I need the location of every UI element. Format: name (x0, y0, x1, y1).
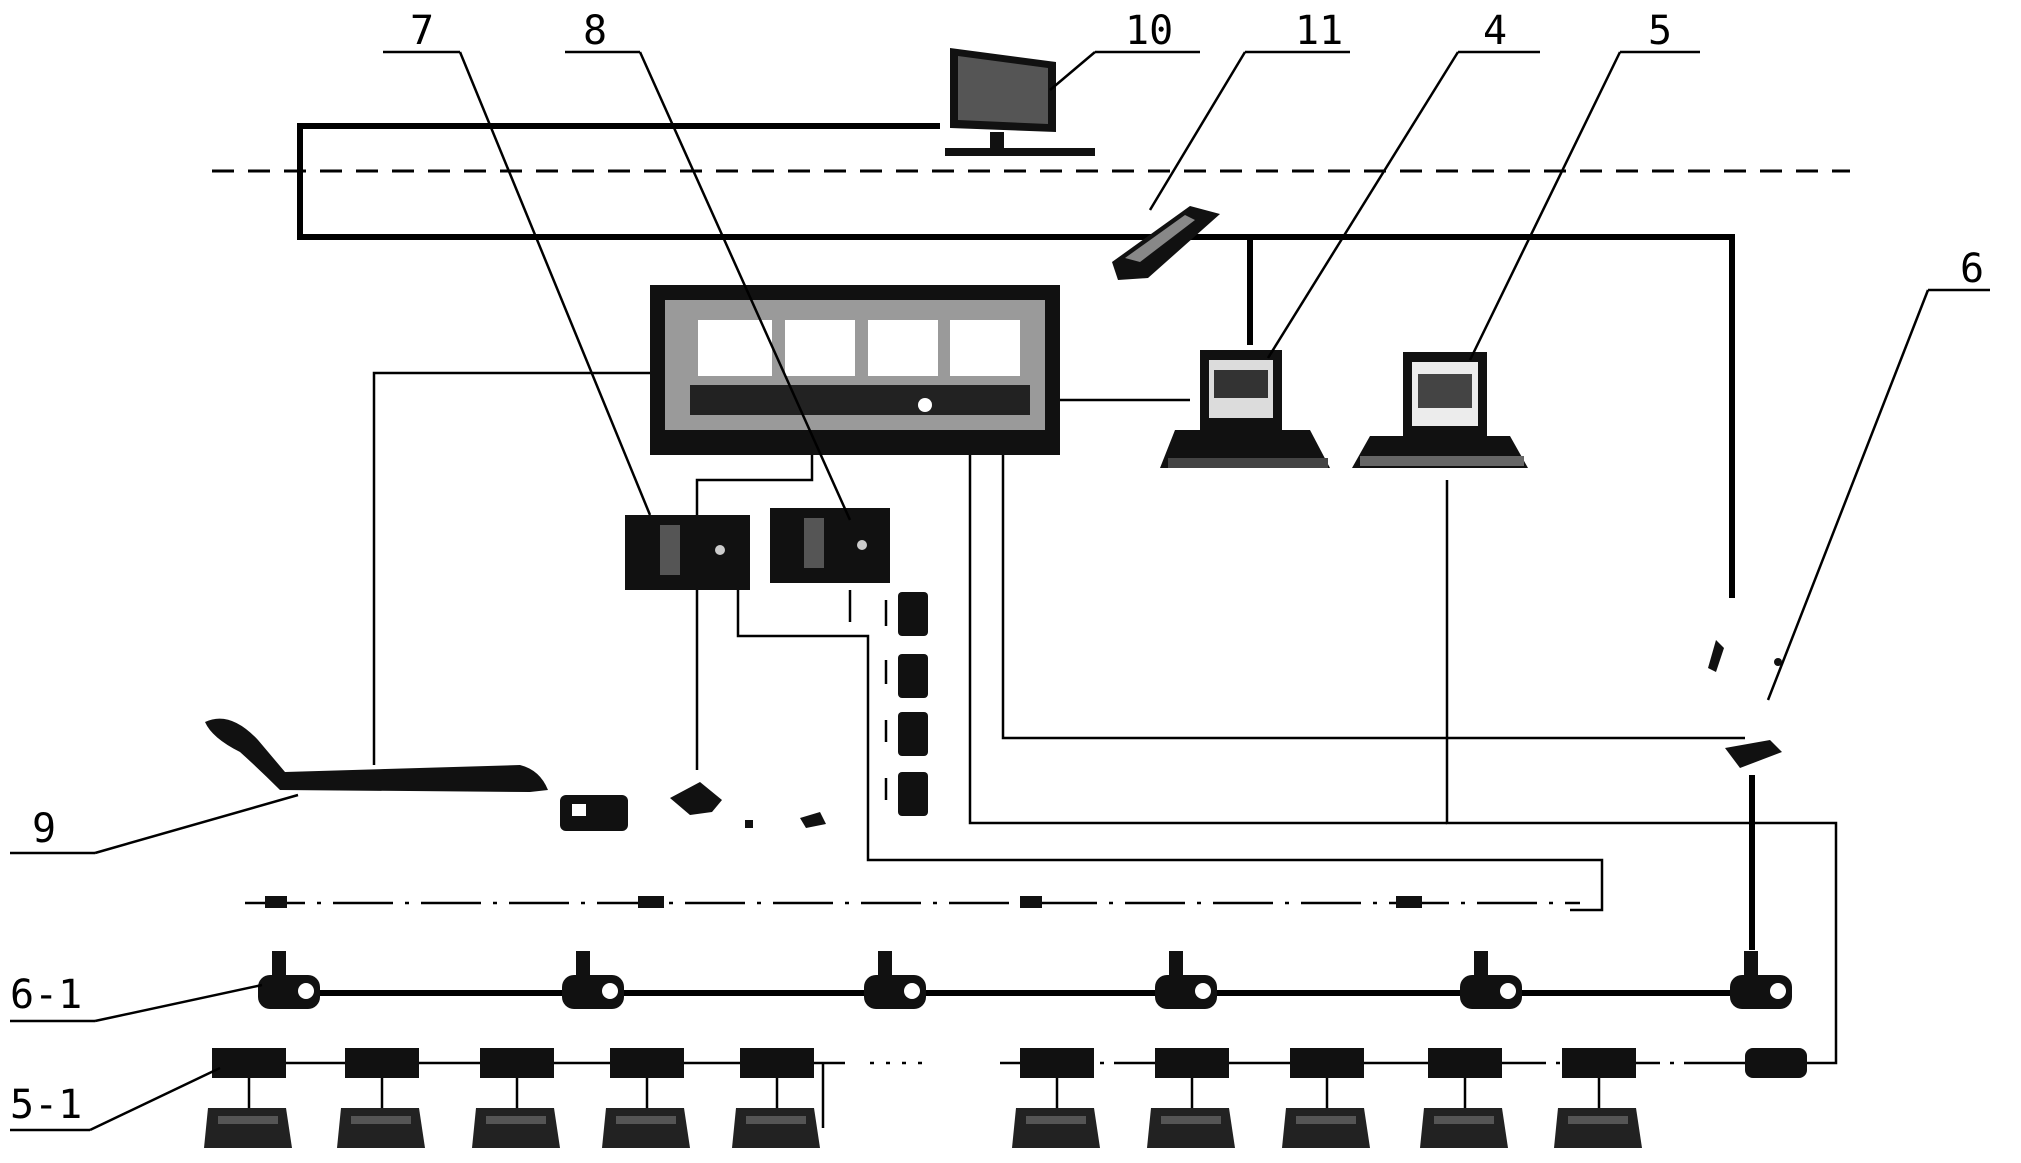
camera-icon (864, 951, 926, 1009)
label-5-1: 5-1 (10, 1082, 82, 1128)
hydraulic-support-icon (1554, 1048, 1642, 1148)
control-cabinet-icon (625, 515, 750, 590)
shearer-machine-icon (205, 718, 628, 831)
junction-nodes (265, 896, 1422, 908)
network-switch-icon (1708, 640, 1782, 768)
hydraulic-support-icon (1012, 1048, 1100, 1148)
label-6: 6 (1960, 246, 1984, 292)
workstation-computer-icon (1160, 350, 1330, 468)
label-4: 4 (1483, 8, 1507, 54)
control-cabinet-icon (770, 508, 890, 583)
sensor-module-icon (898, 592, 928, 816)
hydraulic-support-icon (602, 1048, 690, 1148)
desktop-monitor-icon (945, 48, 1095, 156)
callout-labels: 10 11 7 8 4 5 6 9 6-1 5-1 (10, 8, 1984, 1128)
label-7: 7 (410, 8, 434, 54)
hydraulic-support-icon (337, 1048, 425, 1148)
camera-icon (1730, 951, 1792, 1009)
connection-lines (230, 123, 1838, 1128)
loose-device-icon (670, 782, 826, 828)
camera-icon (562, 951, 624, 1009)
hydraulic-support-icon (732, 1048, 820, 1148)
hydraulic-support-icon (472, 1048, 560, 1148)
label-9: 9 (32, 806, 56, 852)
support-row (204, 1048, 1807, 1148)
main-control-cabinet (650, 285, 1060, 455)
hydraulic-support-icon (204, 1048, 292, 1148)
hydraulic-support-icon (1282, 1048, 1370, 1148)
camera-row (258, 951, 1792, 1009)
camera-icon (1460, 951, 1522, 1009)
label-5: 5 (1648, 8, 1672, 54)
workstation-computer-icon (1352, 352, 1528, 468)
hydraulic-support-icon (1420, 1048, 1508, 1148)
hydraulic-support-icon (1147, 1048, 1235, 1148)
label-6-1: 6-1 (10, 972, 82, 1018)
label-8: 8 (583, 8, 607, 54)
label-11: 11 (1295, 8, 1343, 54)
network-switch-icon (1112, 206, 1220, 280)
label-10: 10 (1125, 8, 1173, 54)
camera-icon (258, 951, 320, 1009)
end-terminal-icon (1745, 1048, 1807, 1078)
camera-icon (1155, 951, 1217, 1009)
leader-lines (10, 50, 1990, 1132)
